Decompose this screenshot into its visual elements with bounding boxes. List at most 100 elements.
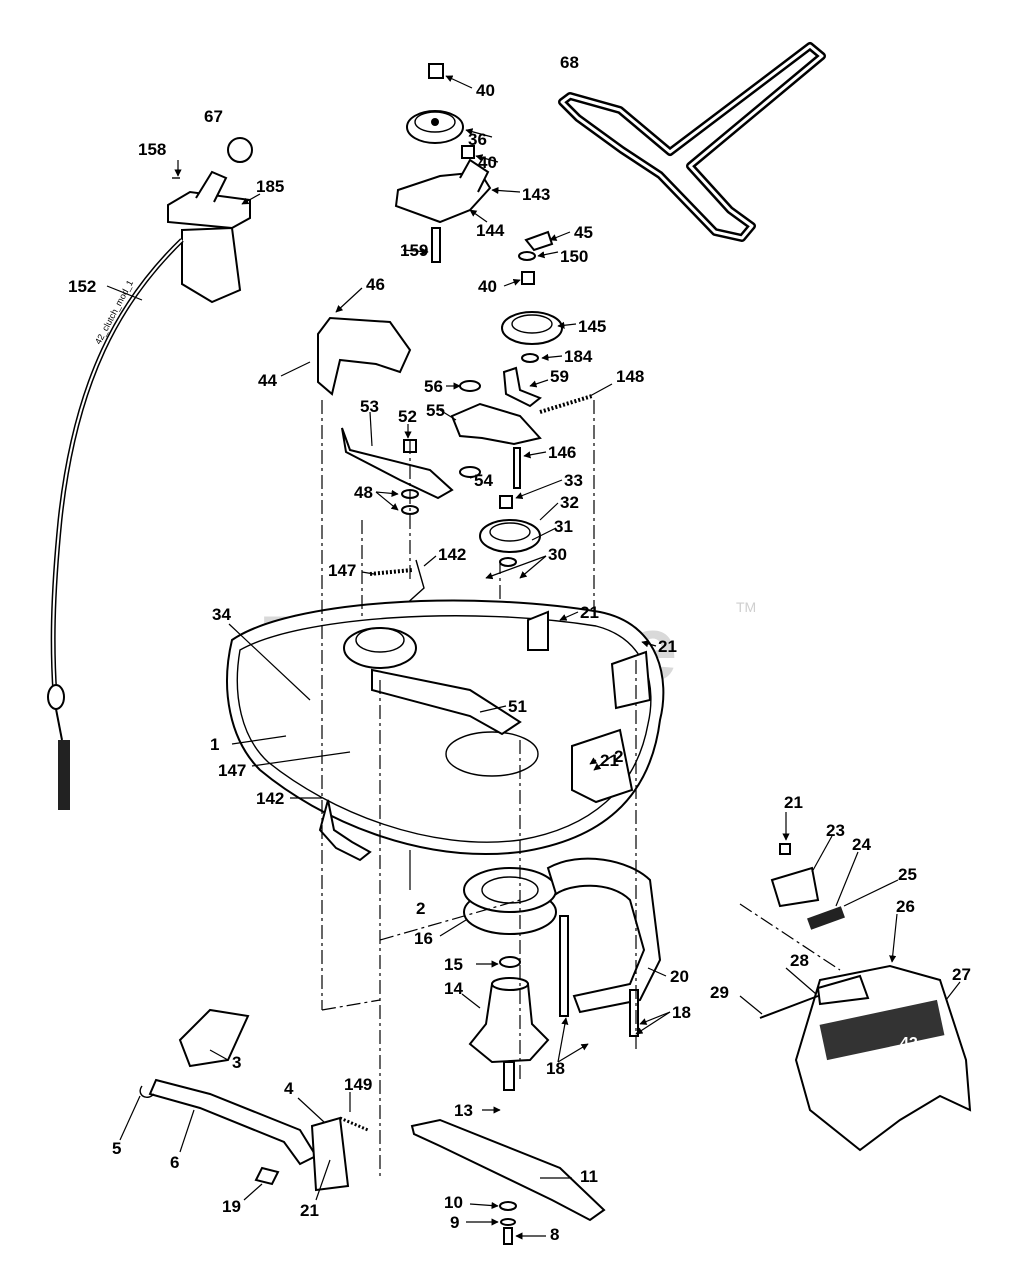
spring-part-5 [139, 1085, 155, 1098]
blade-part-11 [410, 1118, 606, 1222]
washer-part-31 [499, 557, 517, 567]
callout-label: 30 [548, 545, 567, 564]
knob-part-67 [227, 137, 253, 163]
callout-label: 26 [896, 897, 915, 916]
washer-part-54 [459, 466, 481, 478]
callout-label: 48 [354, 483, 373, 502]
rod-part-6 [148, 1078, 318, 1166]
callout-label: 40 [478, 153, 497, 172]
belt-guard-part-44 [317, 316, 412, 396]
assembly-lines [321, 400, 841, 1180]
drive-belt-part-68 [558, 42, 826, 242]
callout-label: 145 [578, 317, 606, 336]
bolt-part-18a [559, 915, 569, 1017]
callout-label: 11 [580, 1167, 598, 1186]
callout-label: 158 [138, 140, 166, 159]
callout-label: 9 [450, 1213, 459, 1232]
mower-deck-part-1 [226, 599, 665, 855]
deck-badge-stripes [819, 999, 945, 1061]
callout-label: 44 [258, 371, 277, 390]
callout-label: 56 [424, 377, 443, 396]
chute-hinge-part-28 [816, 974, 870, 1006]
brace-part-20 [546, 857, 662, 1014]
callout-label: 34 [212, 605, 231, 624]
callout-label: 159 [400, 241, 428, 260]
callout-leader-lines [106, 75, 961, 1240]
washer-part-10 [499, 1201, 517, 1211]
callout-label: 53 [360, 397, 379, 416]
lever-bracket-part-185 [167, 170, 251, 304]
bracket-part-59 [502, 366, 542, 408]
callout-label: 19 [222, 1197, 241, 1216]
bolt-part-8 [503, 1227, 513, 1245]
callout-label: 21 [600, 751, 619, 770]
spring-part-142 [403, 559, 425, 607]
callout-label: 52 [398, 407, 417, 426]
callout-label: 152 [68, 277, 96, 296]
callout-label: 2 [614, 747, 623, 766]
bolt-part-159 [431, 227, 441, 263]
callout-label: 20 [670, 967, 689, 986]
callout-label: 5 [112, 1139, 121, 1158]
callout-label: 147 [218, 761, 246, 780]
nut-part-33 [499, 495, 513, 509]
callout-label: 36 [468, 130, 487, 149]
idler-arm-part-55 [450, 402, 542, 446]
washer-part-184 [521, 353, 539, 363]
callout-label: 149 [344, 1075, 372, 1094]
callout-label: 13 [454, 1101, 473, 1120]
nut-part-40-mid [461, 145, 475, 159]
watermark-trademark: TM [736, 599, 756, 615]
callout-label: 185 [256, 177, 284, 196]
callout-label: 55 [426, 401, 445, 420]
spring-part-25 [807, 906, 845, 930]
callout-label: 144 [476, 221, 505, 240]
callout-label: 21 [580, 603, 599, 622]
part-drawings: 42_clutch_mod_1 [47, 42, 972, 1245]
bolt-part-19 [254, 1166, 280, 1186]
callout-label: 18 [672, 1003, 691, 1022]
callout-label: 143 [522, 185, 550, 204]
callout-label: 1 [210, 735, 219, 754]
callout-label: 142 [438, 545, 466, 564]
callout-label: 150 [560, 247, 588, 266]
callout-label: 40 [476, 81, 495, 100]
callout-label: 45 [574, 223, 593, 242]
pulley-part-32 [479, 519, 541, 553]
callout-label: 21 [784, 793, 803, 812]
callout-label: 142 [256, 789, 284, 808]
callout-label: 10 [444, 1193, 463, 1212]
clip-part-45 [524, 230, 554, 252]
callout-label: 59 [550, 367, 569, 386]
nut-part-40-low [521, 271, 535, 285]
callout-label: 4 [284, 1079, 294, 1098]
spring-bracket-part-142 [318, 799, 372, 862]
idler-pulley-part-36 [406, 110, 464, 144]
callout-label: 147 [328, 561, 356, 580]
callout-label: 31 [554, 517, 573, 536]
callout-label: 24 [852, 835, 871, 854]
callout-label: 3 [232, 1053, 241, 1072]
bracket-part-4 [310, 1116, 350, 1192]
nut-part-21-right [779, 843, 791, 855]
spacer-part-16 [463, 867, 557, 935]
bolt-part-18b [629, 989, 639, 1037]
rod-part-29 [759, 995, 819, 1019]
callout-label: 6 [170, 1153, 179, 1172]
spring-part-147 [369, 568, 413, 576]
callout-label: 14 [444, 979, 463, 998]
spring-part-149 [339, 1116, 369, 1132]
callout-label: 8 [550, 1225, 559, 1244]
callout-label: 148 [616, 367, 644, 386]
washer-part-15 [499, 956, 521, 968]
callout-label: 67 [204, 107, 223, 126]
washer-part-150 [518, 251, 536, 261]
idler-arm-part-53 [341, 427, 454, 500]
callout-label: 51 [508, 697, 527, 716]
callout-label: 33 [564, 471, 583, 490]
callout-label: 146 [548, 443, 576, 462]
callout-label: 32 [560, 493, 579, 512]
clutch-cable-part-152 [47, 238, 184, 810]
